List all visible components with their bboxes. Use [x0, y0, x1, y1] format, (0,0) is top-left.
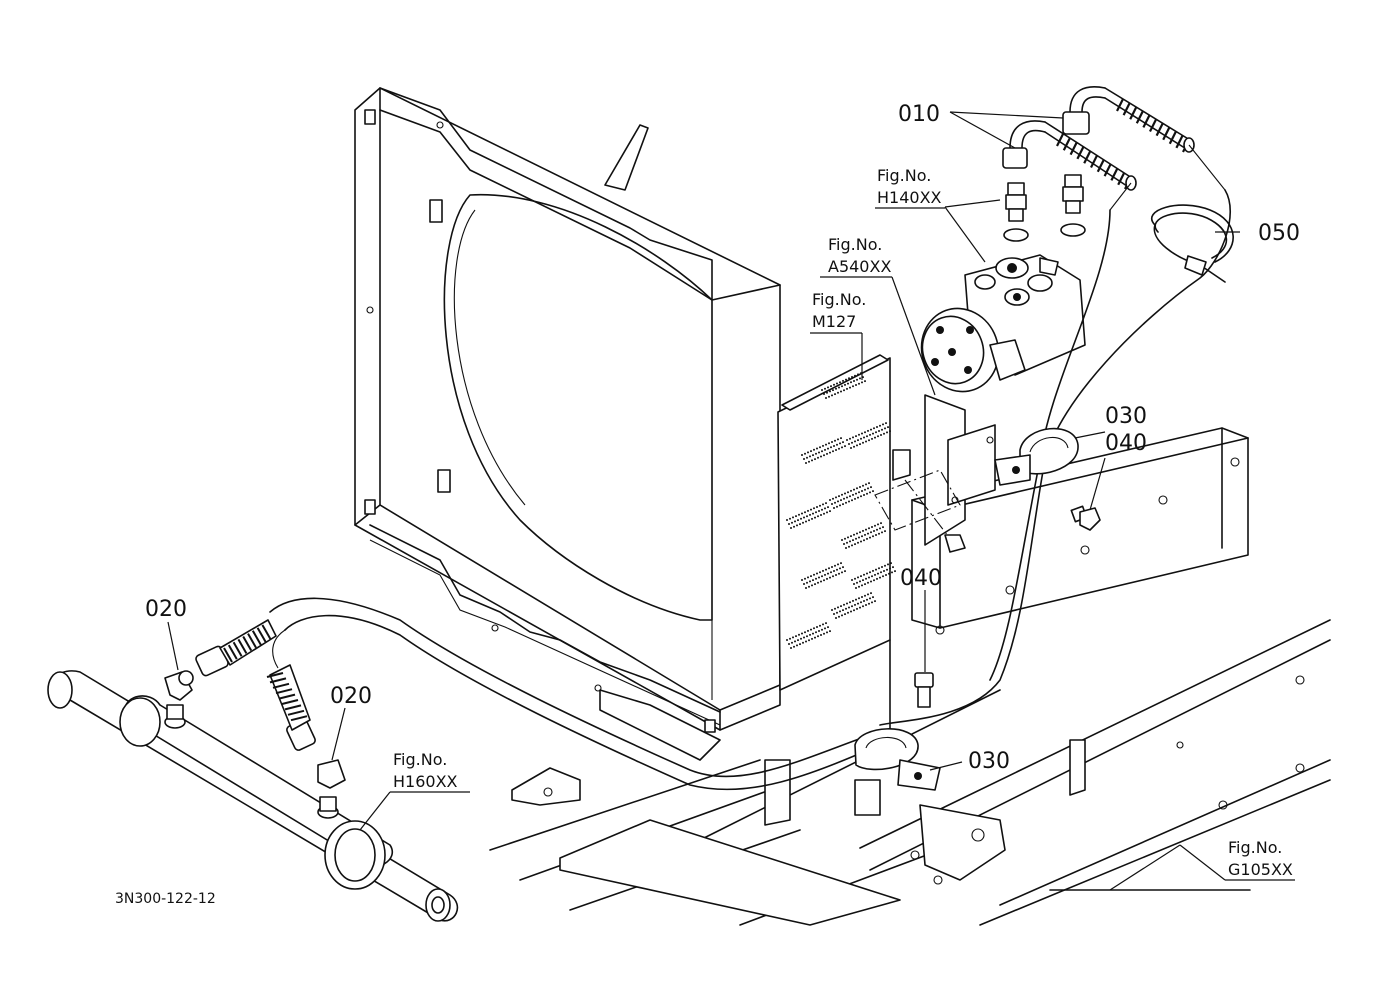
callout-010: 010 — [898, 102, 940, 127]
valve-fittings — [1002, 86, 1226, 242]
radiator-shroud — [354, 87, 781, 761]
hose-clamps — [854, 427, 1079, 791]
steering-valve — [920, 254, 1086, 393]
oil-cooler — [777, 354, 896, 691]
cable-tie — [1151, 204, 1234, 283]
callout-030-upper: 030 — [1105, 404, 1147, 429]
callout-020-right: 020 — [330, 684, 372, 709]
callout-040-lower: 040 — [900, 566, 942, 591]
callout-020-left: 020 — [145, 597, 187, 622]
cooler-perforation — [786, 372, 896, 649]
fig-h160-label: Fig.No. — [393, 750, 447, 769]
fig-a540-number: A540XX — [828, 257, 891, 276]
valve-bracket — [874, 394, 996, 546]
fig-h140-number: H140XX — [877, 188, 942, 207]
drawing-code: 3N300-122-12 — [115, 891, 216, 907]
callout-040-upper: 040 — [1105, 431, 1147, 456]
bolts — [914, 505, 1101, 708]
fig-m127-number: M127 — [812, 312, 856, 331]
steering-cylinder — [47, 670, 459, 922]
fig-h160-number: H160XX — [393, 772, 458, 791]
leader-lines — [167, 111, 1295, 891]
chassis-frame — [489, 427, 1331, 926]
fig-g105-label: Fig.No. — [1228, 838, 1282, 857]
callout-050: 050 — [1258, 221, 1300, 246]
fig-m127-label: Fig.No. — [812, 290, 866, 309]
fig-a540-label: Fig.No. — [828, 235, 882, 254]
hose-end-ribs-right — [266, 672, 308, 722]
fig-g105-number: G105XX — [1228, 860, 1293, 879]
labels: 010 050 030 040 040 030 020 020 Fig.No. … — [115, 102, 1300, 907]
fig-h140-label: Fig.No. — [877, 166, 931, 185]
hose-ribs — [1056, 98, 1190, 190]
hose-end-ribs-left — [223, 624, 272, 663]
callout-030-lower: 030 — [968, 749, 1010, 774]
cylinder-hose-ends — [164, 619, 346, 789]
